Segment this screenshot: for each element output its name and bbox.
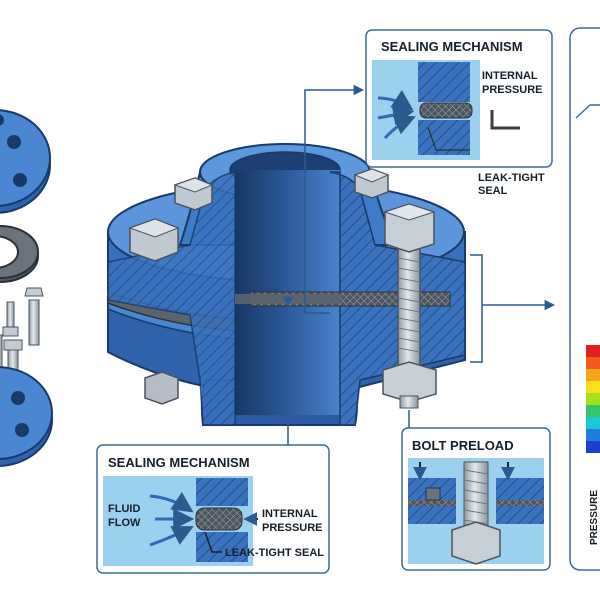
sealing-mechanism-panel-bottom: SEALING MECHANISM FLUID FLOW INTERNAL PR… bbox=[96, 444, 330, 574]
pressure-scale-swatch bbox=[586, 405, 600, 417]
exploded-gasket bbox=[0, 225, 39, 283]
sealing-top-leak-2: SEAL bbox=[478, 185, 508, 197]
chart-top-hook bbox=[575, 104, 600, 119]
pressure-axis-label: PRESSURE bbox=[589, 490, 600, 545]
leader-to-top-panel bbox=[304, 84, 365, 314]
bolt-preload-figure bbox=[408, 458, 544, 565]
bolt-head-back-right bbox=[353, 168, 390, 199]
pressure-scale-swatch bbox=[586, 369, 600, 381]
bolt-preload-panel: BOLT PRELOAD bbox=[401, 427, 551, 571]
through-bolt-section bbox=[382, 203, 437, 409]
bolt-head-back-left bbox=[173, 177, 214, 211]
leader-lines bbox=[282, 84, 556, 445]
sealing-top-internal-2: PRESSURE bbox=[482, 84, 543, 96]
pressure-scale-swatch bbox=[586, 381, 600, 393]
pressure-scale-swatch bbox=[586, 417, 600, 429]
pressure-chart-panel: PRESSURE bbox=[569, 27, 600, 571]
sealing-bottom-leak: LEAK-TIGHT SEAL bbox=[225, 547, 324, 559]
sealing-bottom-title: SEALING MECHANISM bbox=[108, 455, 250, 470]
sealing-bottom-internal-2: PRESSURE bbox=[262, 522, 323, 534]
pressure-hook-icon bbox=[490, 110, 520, 130]
sealing-bottom-figure bbox=[103, 476, 258, 566]
sealing-top-title: SEALING MECHANISM bbox=[381, 39, 523, 54]
exploded-bolts bbox=[0, 287, 44, 388]
pressure-scale-swatch bbox=[586, 393, 600, 405]
bolt-preload-title: BOLT PRELOAD bbox=[412, 438, 514, 453]
exploded-flange-view bbox=[0, 109, 53, 467]
sealing-top-leak-1: LEAK-TIGHT bbox=[478, 172, 545, 184]
flange-assembly bbox=[107, 143, 483, 426]
preload-bracket bbox=[470, 254, 483, 363]
sealing-top-internal-1: INTERNAL bbox=[482, 70, 538, 82]
pressure-scale-swatch bbox=[586, 345, 600, 357]
sealing-top-figure bbox=[372, 60, 520, 160]
sealing-bottom-internal-1: INTERNAL bbox=[262, 508, 318, 520]
sealing-bottom-fluid-1: FLUID bbox=[108, 503, 140, 515]
pressure-scale-swatch bbox=[586, 441, 600, 453]
bolt-heads bbox=[128, 168, 390, 405]
lower-flange-disc bbox=[0, 366, 53, 467]
upper-flange-disc bbox=[0, 109, 51, 214]
sealing-mechanism-panel-top: SEALING MECHANISM INTERNAL PRESSURE LEAK… bbox=[365, 29, 553, 197]
sealing-bottom-fluid-2: FLOW bbox=[108, 517, 141, 529]
pressure-color-scale bbox=[586, 345, 600, 453]
bolt-head-front-left bbox=[128, 218, 180, 262]
bolt-nut-lower-left bbox=[144, 371, 179, 405]
pressure-scale-swatch bbox=[586, 429, 600, 441]
pressure-scale-swatch bbox=[586, 357, 600, 369]
